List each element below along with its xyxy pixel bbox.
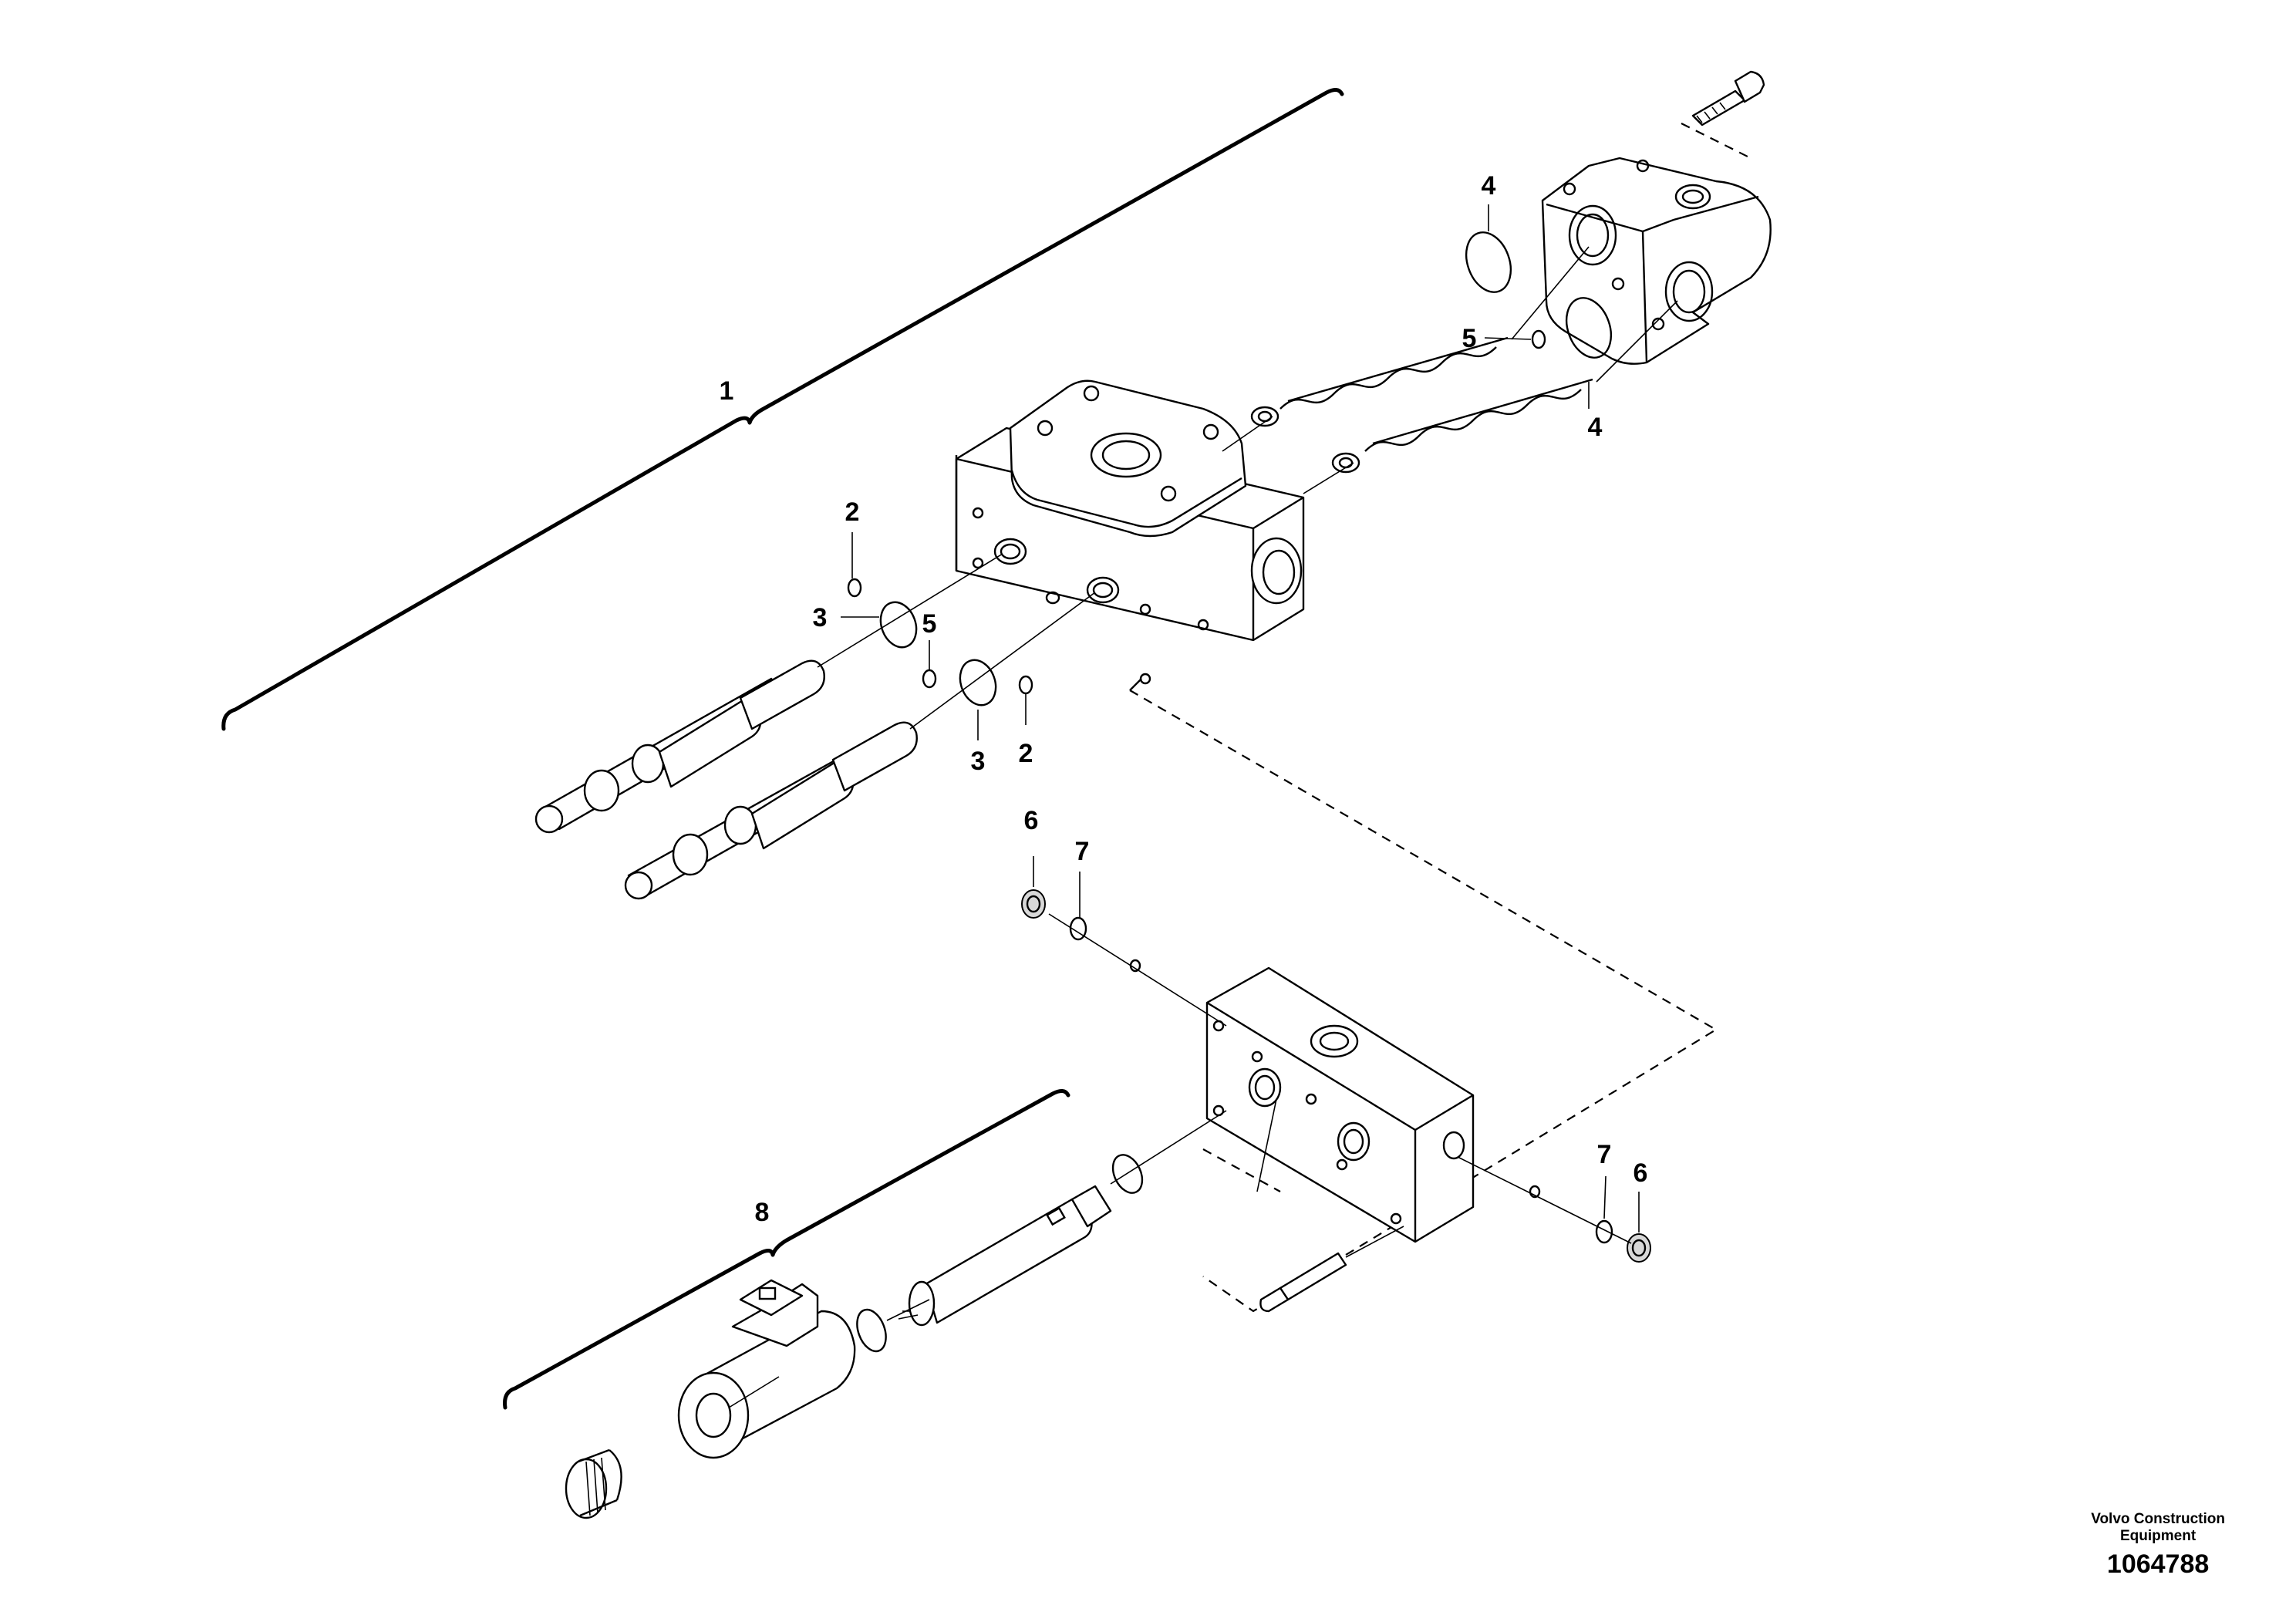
solenoid-cartridge	[898, 1185, 1112, 1327]
seal-5-lower	[1531, 329, 1546, 349]
callout-4b: 4	[1588, 413, 1603, 442]
callout-2b: 2	[1019, 739, 1033, 768]
solenoid-valve-block	[1205, 966, 1475, 1243]
seal-5-upper	[922, 669, 937, 689]
callout-6a: 6	[1024, 806, 1039, 835]
spool-upper	[534, 659, 825, 834]
valve-section-body	[955, 379, 1305, 691]
callout-3a: 3	[813, 603, 828, 632]
callout-3b: 3	[971, 747, 986, 776]
group-bracket-1	[221, 88, 1344, 731]
brand-name-line2: Equipment	[2120, 1528, 2197, 1544]
solenoid-coil	[677, 1279, 856, 1459]
group-bracket-8	[503, 1089, 1070, 1410]
callout-4a: 4	[1482, 171, 1496, 201]
o-ring-coil	[856, 1308, 887, 1353]
callout-2a: 2	[845, 497, 860, 527]
o-ring-cartridge	[1111, 1154, 1144, 1194]
o-ring-3-lower	[959, 659, 997, 706]
seal-7-lower	[1595, 1219, 1613, 1244]
mounting-bolt	[1259, 1252, 1347, 1313]
plug-6-lower	[1627, 1233, 1651, 1263]
plug-6-upper	[1021, 889, 1046, 919]
spring-lower	[1331, 378, 1593, 474]
callout-7b: 7	[1597, 1140, 1612, 1169]
o-ring-4-lower	[1565, 297, 1613, 359]
callout-1: 1	[720, 376, 734, 406]
seal-2-lower	[1018, 675, 1033, 695]
callout-7a: 7	[1075, 837, 1090, 866]
brand-name-line1: Volvo Construction	[2091, 1511, 2225, 1527]
document-number: 1064788	[2106, 1549, 2210, 1579]
spool-lower	[624, 721, 918, 900]
seal-7-upper	[1069, 916, 1087, 941]
o-ring-4-upper	[1465, 231, 1512, 293]
callout-8: 8	[755, 1198, 770, 1227]
end-cover	[1541, 70, 1772, 365]
spring-upper	[1250, 336, 1509, 427]
callout-5b: 5	[1462, 324, 1477, 353]
knurled-nut	[565, 1448, 622, 1519]
seal-2-upper	[847, 578, 862, 598]
footer-brand-block: Volvo Construction Equipment 1064788	[2091, 1511, 2225, 1580]
callout-5a: 5	[922, 609, 937, 639]
callout-6b: 6	[1633, 1158, 1648, 1188]
o-ring-3-upper	[879, 601, 918, 649]
